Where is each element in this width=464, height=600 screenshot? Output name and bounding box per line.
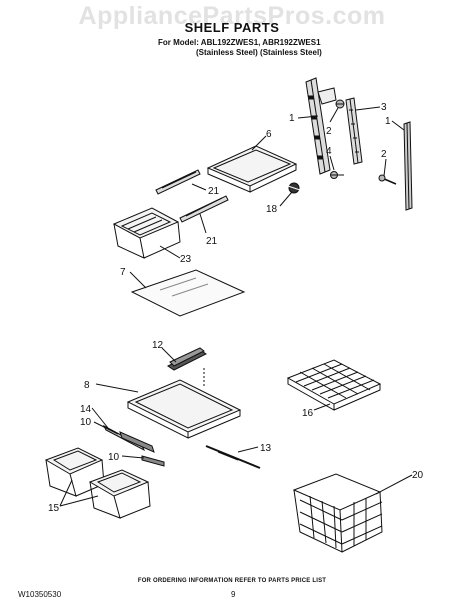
shelf-rail-middle — [345, 97, 363, 165]
wire-shelf-16 — [286, 359, 382, 411]
clip-10-lower — [141, 455, 165, 467]
callout-4: 4 — [326, 146, 332, 157]
wire-basket-20 — [292, 473, 383, 553]
site-watermark: AppliancePartsPros.com — [78, 2, 386, 30]
clip-10-upper — [119, 431, 155, 453]
rail-bracket — [317, 87, 337, 105]
crisper-bin-15-right — [88, 469, 151, 519]
callout-16: 16 — [302, 408, 314, 419]
callout-3: 3 — [381, 102, 387, 113]
callout-12: 12 — [152, 340, 164, 351]
callout-8: 8 — [84, 380, 90, 391]
callout-2-right: 2 — [381, 149, 387, 160]
callout-21-upper: 21 — [208, 186, 220, 197]
callout-1-right: 1 — [385, 116, 391, 127]
leader-lines — [59, 106, 413, 507]
document-number: W10350530 — [18, 590, 62, 599]
slide-rail-21-lower — [179, 195, 229, 223]
callout-labels: 1 2 3 1 4 2 6 21 18 21 23 7 12 8 16 14 1… — [48, 102, 424, 514]
callout-13: 13 — [260, 443, 272, 454]
callout-10-lower: 10 — [108, 452, 120, 463]
callout-20: 20 — [412, 470, 424, 481]
screw-right — [378, 174, 397, 185]
screw-upper — [335, 99, 345, 109]
variant-line: (Stainless Steel) (Stainless Steel) — [196, 48, 322, 57]
shelf-trim-12 — [167, 347, 207, 371]
shelf-rail-right — [403, 121, 413, 211]
small-shelf-6 — [206, 145, 298, 193]
callout-1-upper: 1 — [289, 113, 295, 124]
callout-7: 7 — [120, 267, 126, 278]
callout-15: 15 — [48, 503, 60, 514]
callout-6: 6 — [266, 129, 272, 140]
model-line: For Model: ABL192ZWES1, ABR192ZWES1 — [158, 38, 321, 47]
callout-14: 14 — [80, 404, 92, 415]
rod-13 — [205, 445, 261, 469]
callout-2-upper: 2 — [326, 126, 332, 137]
page-title: SHELF PARTS — [184, 20, 280, 35]
callout-10-upper: 10 — [80, 417, 92, 428]
slide-rail-21-upper — [155, 169, 201, 195]
crisper-drawer-23 — [112, 207, 181, 259]
screw-4 — [330, 171, 344, 179]
callout-21-lower: 21 — [206, 236, 218, 247]
ordering-note: FOR ORDERING INFORMATION REFER TO PARTS … — [137, 578, 327, 584]
callout-18: 18 — [266, 204, 278, 215]
page-number: 9 — [231, 590, 236, 599]
large-shelf-8 — [126, 379, 242, 439]
crisper-bin-15-left — [44, 447, 105, 497]
glass-shelf-7 — [130, 269, 246, 317]
knob-18 — [287, 182, 301, 194]
callout-23: 23 — [180, 254, 192, 265]
